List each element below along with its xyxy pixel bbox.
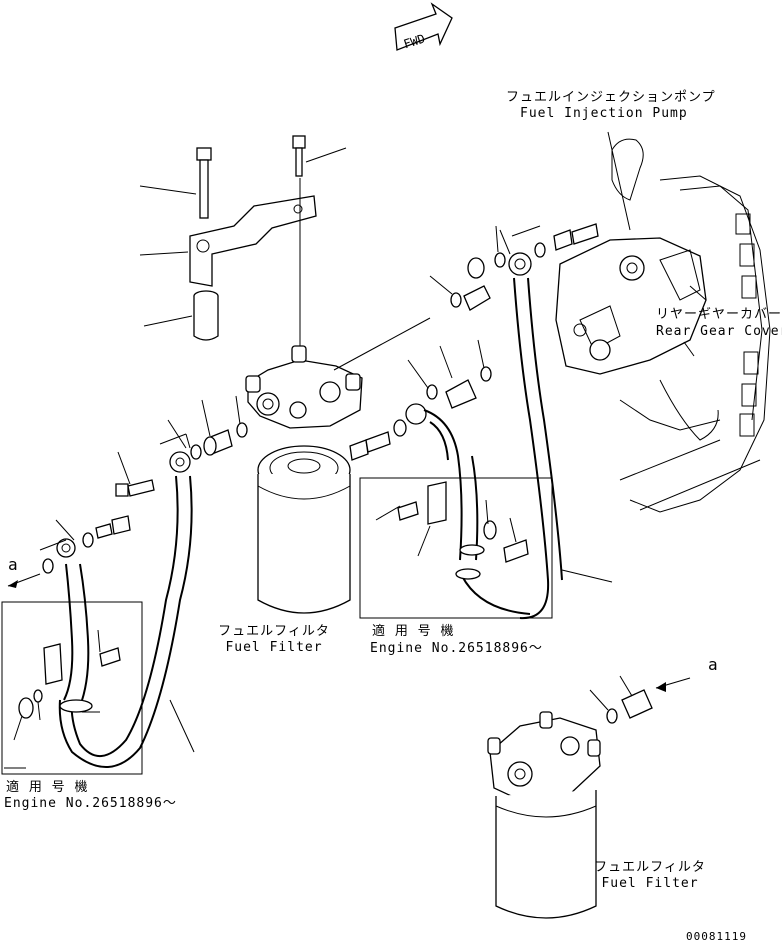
fwd-arrow: FWD [394, 2, 453, 51]
center-lower-fittings [349, 339, 531, 615]
pump-label-jp: フュエルインジェクションポンプ [506, 90, 716, 105]
injection-pump [555, 131, 771, 513]
pump-label-en: Fuel Injection Pump [520, 106, 688, 121]
gear-cover-label-jp: リヤーギヤーカバー [656, 307, 782, 322]
bolt-head [196, 147, 212, 161]
filter-label-en: Fuel Filter [601, 876, 699, 891]
inset-left [1, 601, 143, 775]
applicability-engine-no: Engine No.26518896～ [370, 641, 543, 656]
callout-letter: a [8, 555, 18, 574]
gear-cover-label-en: Rear Gear Cover [656, 324, 782, 339]
left-hose [58, 451, 195, 768]
bolt-shank [295, 147, 303, 177]
fwd-label: FWD [402, 31, 427, 51]
bolt-shank [199, 159, 209, 219]
bolt-head [292, 135, 306, 149]
filter-label-jp: フュエルフィルタ [218, 624, 330, 639]
filter-label-jp: フュエルフィルタ [594, 860, 706, 875]
filter-label-en: Fuel Filter [225, 640, 323, 655]
filter-head [245, 317, 431, 429]
applicability-label-jp: 適 用 号 機 [6, 780, 89, 795]
filter-left-fittings [159, 395, 248, 460]
callout-letter: a [708, 655, 718, 674]
applicability-engine-no: Engine No.26518896～ [4, 796, 177, 811]
drawing-number: 00081119 [686, 930, 747, 943]
applicability-label-jp: 適 用 号 機 [372, 624, 455, 639]
fuel-filter-lower: a [487, 655, 718, 919]
inset-center [359, 477, 553, 619]
callout-a-left: a [7, 515, 131, 707]
fuel-filter-upper [257, 445, 351, 614]
bracket-assembly [139, 135, 347, 350]
center-fittings [429, 223, 613, 620]
bracket [189, 195, 317, 287]
